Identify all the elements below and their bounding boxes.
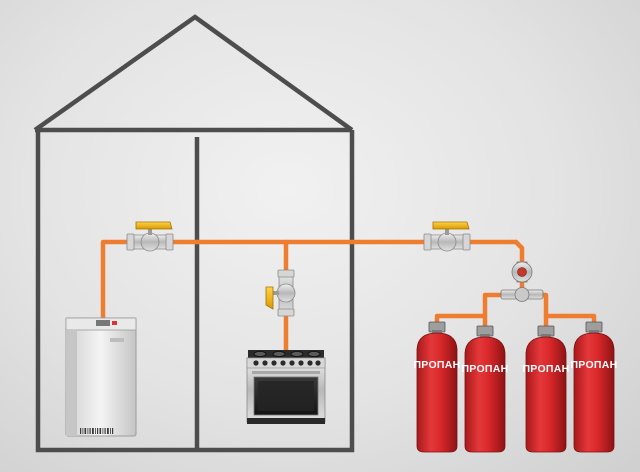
house-outline: [33, 14, 355, 453]
propane-cylinders: ПРОПАН ПРОПАН ПРОПАН ПРОПАН: [413, 321, 617, 453]
ball-valve-icon[interactable]: [423, 221, 471, 252]
cylinder-label: ПРОПАН: [413, 359, 460, 371]
pipe-boiler-branch: [100, 239, 200, 321]
pipe-to-regulator: [513, 239, 525, 265]
ball-valve-icon[interactable]: [265, 269, 296, 317]
cylinder-label: ПРОПАН: [570, 359, 617, 371]
cylinder-label: ПРОПАН: [522, 363, 569, 375]
gas-boiler-icon[interactable]: [65, 317, 137, 437]
propane-cylinder[interactable]: ПРОПАН: [413, 321, 460, 453]
propane-cylinder[interactable]: ПРОПАН: [461, 325, 508, 453]
propane-cylinder[interactable]: ПРОПАН: [522, 325, 569, 453]
pipe-manifold-left: [434, 292, 505, 333]
gas-pipes: [100, 239, 597, 353]
gas-stove-icon[interactable]: [246, 350, 326, 424]
propane-cylinder[interactable]: ПРОПАН: [570, 321, 617, 453]
gas-regulator-icon[interactable]: [500, 261, 544, 302]
house-roof: [33, 14, 354, 132]
ball-valve-icon[interactable]: [126, 221, 174, 252]
cylinder-label: ПРОПАН: [461, 363, 508, 375]
